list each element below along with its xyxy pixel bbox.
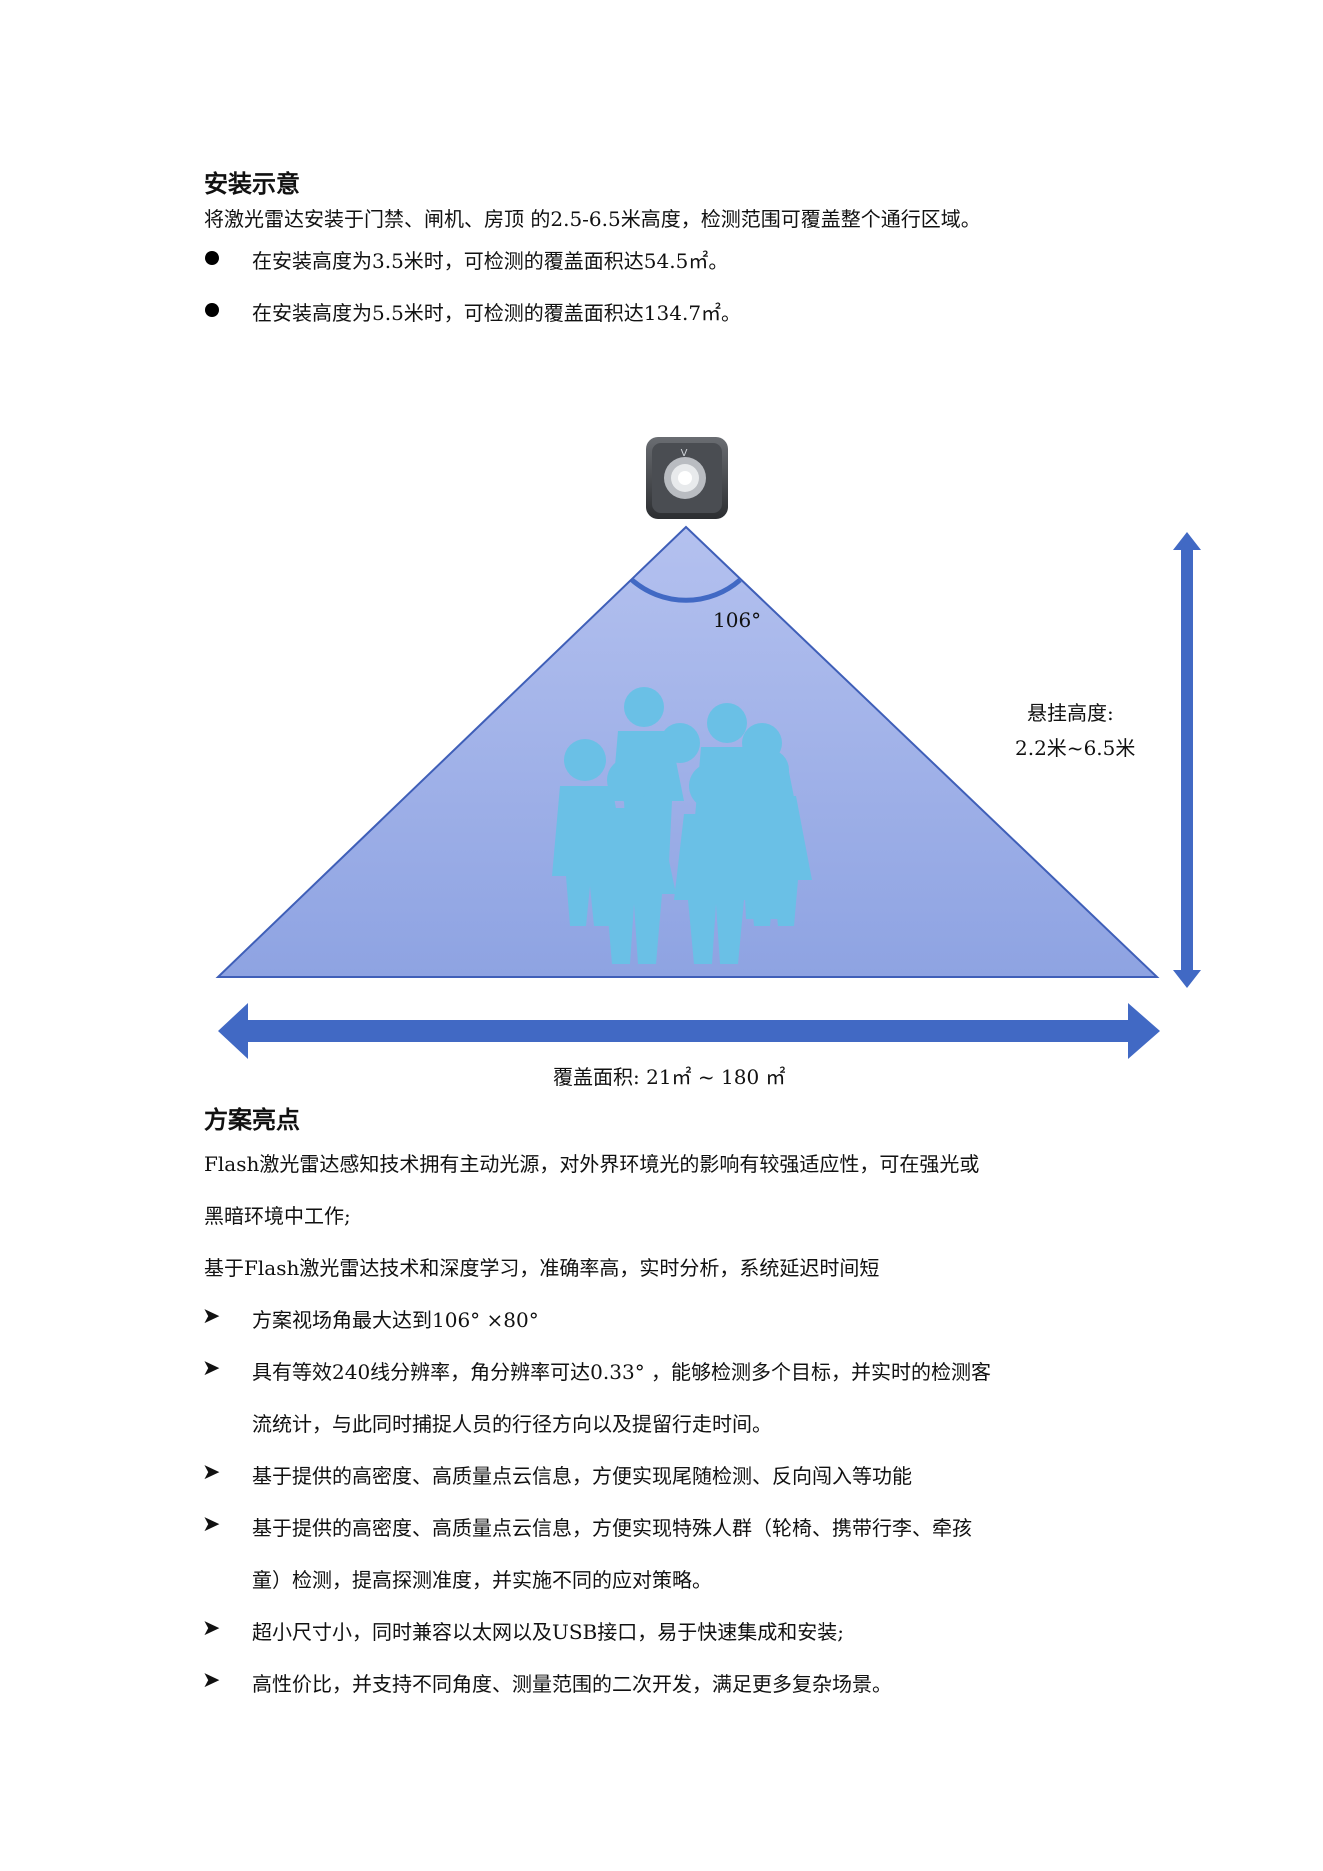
bullet-dot xyxy=(205,303,219,317)
arrow-bullet-icon: ➤ xyxy=(202,1304,221,1329)
highlight-item-6: 高性价比，并支持不同角度、测量范围的二次开发，满足更多复杂场景。 xyxy=(252,1672,892,1696)
coverage-diagram: V xyxy=(215,437,1201,1059)
arrow-bullet-icon: ➤ xyxy=(202,1616,221,1641)
highlight-item-2-line1: 具有等效240线分辨率，角分辨率可达0.33° ，能够检测多个目标，并实时的检测… xyxy=(252,1360,992,1384)
height-arrow xyxy=(1173,532,1201,988)
highlight-item-3: 基于提供的高密度、高质量点云信息，方便实现尾随检测、反向闯入等功能 xyxy=(252,1464,912,1488)
arrow-bullet-icon: ➤ xyxy=(202,1668,221,1693)
section-title-highlights: 方案亮点 xyxy=(204,1106,300,1134)
arrow-bullet-icon: ➤ xyxy=(202,1356,221,1381)
svg-text:V: V xyxy=(681,448,688,459)
highlights-para1-line1: Flash激光雷达感知技术拥有主动光源，对外界环境光的影响有较强适应性，可在强光… xyxy=(204,1152,980,1176)
people-icon xyxy=(552,687,812,964)
highlight-item-4-line2: 童）检测，提高探测准度，并实施不同的应对策略。 xyxy=(252,1568,712,1592)
section-title-install: 安装示意 xyxy=(204,170,300,198)
install-bullet-2: 在安装高度为5.5米时，可检测的覆盖面积达134.7㎡。 xyxy=(252,301,742,325)
highlight-item-4-line1: 基于提供的高密度、高质量点云信息，方便实现特殊人群（轮椅、携带行李、牵孩 xyxy=(252,1516,972,1540)
area-label: 覆盖面积: 21㎡ ~ 180 ㎡ xyxy=(553,1065,786,1089)
arrow-bullet-icon: ➤ xyxy=(202,1512,221,1537)
height-label-title: 悬挂高度: xyxy=(1027,701,1114,725)
lidar-device-icon: V xyxy=(646,437,728,519)
highlight-item-2-line2: 流统计，与此同时捕捉人员的行径方向以及提留行走时间。 xyxy=(252,1412,772,1436)
highlight-item-1: 方案视场角最大达到106° ×80° xyxy=(252,1308,539,1332)
bullet-dot xyxy=(205,251,219,265)
height-label-range: 2.2米~6.5米 xyxy=(1015,736,1136,760)
highlight-item-5: 超小尺寸小，同时兼容以太网以及USB接口，易于快速集成和安装; xyxy=(252,1620,844,1644)
arrow-bullet-icon: ➤ xyxy=(202,1460,221,1485)
angle-arc xyxy=(630,578,742,603)
highlights-para1-line2: 黑暗环境中工作; xyxy=(204,1204,351,1228)
install-intro: 将激光雷达安装于门禁、闸机、房顶 的2.5-6.5米高度，检测范围可覆盖整个通行… xyxy=(204,207,981,231)
width-arrow xyxy=(218,1003,1160,1059)
highlights-para2: 基于Flash激光雷达技术和深度学习，准确率高，实时分析，系统延迟时间短 xyxy=(204,1256,880,1280)
angle-label: 106° xyxy=(713,608,762,632)
install-bullet-1: 在安装高度为3.5米时，可检测的覆盖面积达54.5㎡。 xyxy=(252,249,729,273)
